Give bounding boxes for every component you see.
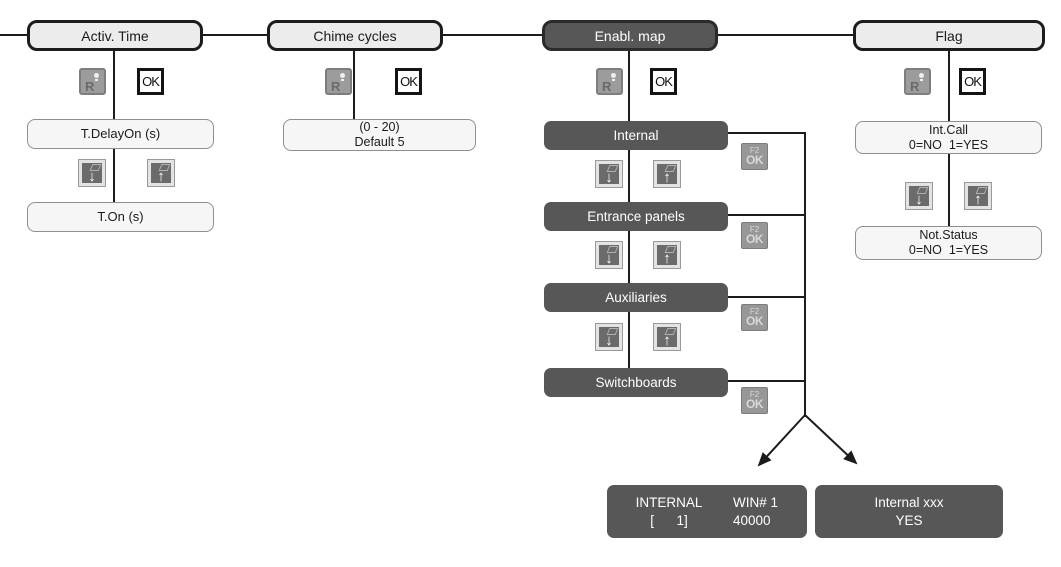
ok-key-icon: OK bbox=[959, 68, 986, 95]
flag-intcall-box: Int.Call 0=NO 1=YES bbox=[855, 121, 1042, 154]
key-mark bbox=[664, 328, 677, 335]
key-mark bbox=[158, 164, 171, 171]
key-mark bbox=[664, 165, 677, 172]
connector-line bbox=[726, 380, 806, 382]
flag-notstatus-box: Not.Status 0=NO 1=YES bbox=[855, 226, 1042, 260]
submenu-tdelayon: T.DelayOn (s) bbox=[27, 119, 214, 149]
lcd-text: Internal xxx bbox=[874, 495, 944, 510]
connector-line bbox=[948, 49, 950, 122]
connector-line bbox=[628, 311, 630, 369]
ok-key-icon: OK bbox=[650, 68, 677, 95]
connector-line bbox=[113, 148, 115, 203]
chime-range-box: (0 - 20) Default 5 bbox=[283, 119, 476, 151]
reset-key-icon: R bbox=[596, 68, 623, 95]
down-key-icon: ↓ bbox=[905, 182, 933, 210]
connector-line bbox=[726, 296, 806, 298]
up-key-icon: ↑ bbox=[964, 182, 992, 210]
connector-line bbox=[628, 230, 630, 284]
f2-ok-key-icon: F2 OK bbox=[741, 143, 768, 170]
down-key-icon: ↓ bbox=[595, 241, 623, 269]
bulb-icon bbox=[94, 73, 99, 81]
f2-ok-key-icon: F2 OK bbox=[741, 304, 768, 331]
lcd-display-window: INTERNAL WIN# 1 [ 1] 40000 bbox=[607, 485, 807, 538]
menu-title: Flag bbox=[935, 27, 963, 44]
connector-line bbox=[628, 149, 630, 203]
menu-title: Activ. Time bbox=[81, 27, 149, 44]
lcd-text: [ 1] bbox=[650, 513, 688, 528]
connector-line bbox=[726, 132, 806, 134]
ok-key-icon: OK bbox=[137, 68, 164, 95]
range-line: (0 - 20) bbox=[359, 120, 400, 135]
item-entrance-panels: Entrance panels bbox=[544, 202, 728, 231]
lcd-text: WIN# 1 bbox=[733, 495, 779, 510]
key-mark bbox=[916, 187, 929, 194]
bulb-icon bbox=[340, 73, 345, 81]
f2-ok-key-icon: F2 OK bbox=[741, 387, 768, 414]
lcd-display-state: Internal xxx YES bbox=[815, 485, 1003, 538]
down-key-icon: ↓ bbox=[595, 160, 623, 188]
top-bus-line bbox=[203, 34, 267, 36]
menu-title: Chime cycles bbox=[313, 27, 397, 44]
menu-activ-time: Activ. Time bbox=[27, 20, 203, 51]
bulb-icon bbox=[611, 73, 616, 81]
menu-flag: Flag bbox=[853, 20, 1045, 51]
top-bus-line bbox=[443, 34, 542, 36]
connector-line bbox=[726, 214, 806, 216]
connector-line bbox=[628, 49, 630, 122]
key-mark bbox=[89, 164, 102, 171]
connector-line bbox=[948, 153, 950, 226]
default-line: Default 5 bbox=[354, 135, 405, 149]
branch-arrows bbox=[757, 414, 858, 467]
key-mark bbox=[606, 165, 619, 172]
top-bus-line bbox=[0, 34, 28, 36]
top-bus-line bbox=[718, 34, 853, 36]
lcd-text: YES bbox=[895, 513, 923, 528]
lcd-text: INTERNAL bbox=[635, 495, 703, 510]
key-mark bbox=[664, 246, 677, 253]
key-mark bbox=[606, 328, 619, 335]
item-switchboards: Switchboards bbox=[544, 368, 728, 397]
menu-enabl-map: Enabl. map bbox=[542, 20, 718, 51]
reset-key-icon: R bbox=[325, 68, 352, 95]
item-internal: Internal bbox=[544, 121, 728, 150]
down-key-icon: ↓ bbox=[595, 323, 623, 351]
lcd-text: 40000 bbox=[733, 513, 771, 528]
ok-key-icon: OK bbox=[395, 68, 422, 95]
down-key-icon: ↓ bbox=[78, 159, 106, 187]
submenu-ton: T.On (s) bbox=[27, 202, 214, 232]
collector-bus-line bbox=[804, 132, 806, 417]
reset-key-icon: R bbox=[79, 68, 106, 95]
key-mark bbox=[975, 187, 988, 194]
reset-key-icon: R bbox=[904, 68, 931, 95]
bulb-icon bbox=[919, 73, 924, 81]
key-mark bbox=[606, 246, 619, 253]
up-key-icon: ↑ bbox=[653, 160, 681, 188]
connector-line bbox=[353, 49, 355, 120]
item-auxiliaries: Auxiliaries bbox=[544, 283, 728, 312]
up-key-icon: ↑ bbox=[653, 241, 681, 269]
f2-ok-key-icon: F2 OK bbox=[741, 222, 768, 249]
connector-line bbox=[113, 49, 115, 119]
menu-chime-cycles: Chime cycles bbox=[267, 20, 443, 51]
up-key-icon: ↑ bbox=[653, 323, 681, 351]
up-key-icon: ↑ bbox=[147, 159, 175, 187]
menu-title: Enabl. map bbox=[594, 27, 666, 44]
